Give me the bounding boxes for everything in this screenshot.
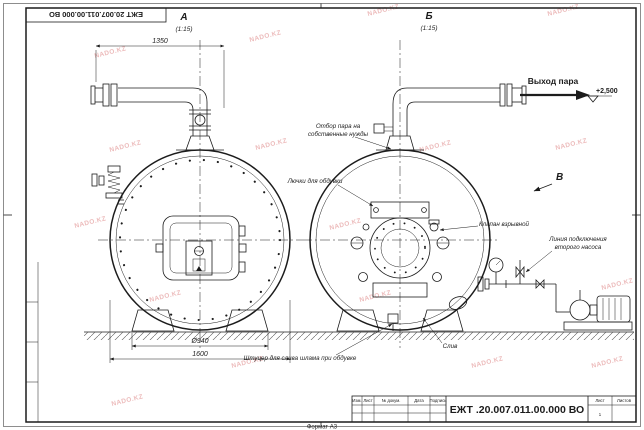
watermark: NADO.KZ (109, 139, 142, 154)
watermark: NADO.KZ (555, 137, 588, 152)
feed-pump-unit (563, 290, 633, 331)
view-a-letter: А (179, 12, 187, 23)
watermark: NADO.KZ (249, 29, 282, 44)
annotation-steam-tap-line1: Отбор пара на (316, 123, 361, 130)
elevation-label: +2,500 (596, 88, 618, 95)
steam-direction-arrow-icon (576, 90, 590, 100)
title-stamp-top: ЕЖТ 20.007.011.00.000 ВО (25, 7, 167, 23)
sheet-frame (3, 3, 641, 427)
view-direction-b: В (533, 172, 563, 192)
dim-940: Ø940 (190, 338, 208, 345)
safety-valve-assembly (91, 165, 124, 205)
view-b-letter: Б (425, 11, 432, 22)
watermark: NADO.KZ (419, 139, 452, 154)
title-block-doc-number: ЕЖТ .20.007.011.00.000 ВО (450, 404, 584, 416)
steam-out-label: Выход пара (528, 76, 579, 86)
annotation-steam-tap-line2: собственные нужды (308, 131, 369, 138)
title-block-col-izm: Изм. (352, 398, 361, 403)
annotation-pump-line-line2: второго насоса (555, 244, 602, 251)
ground-line (84, 331, 634, 340)
watermark: NADO.KZ (329, 217, 362, 232)
feed-pump-piping (488, 257, 570, 313)
pressure-gauge (488, 257, 504, 284)
watermark: NADO.KZ (601, 277, 634, 292)
watermark: NADO.KZ (547, 3, 580, 18)
watermark: NADO.KZ (255, 137, 288, 152)
watermark: NADO.KZ (149, 289, 182, 304)
watermark: NADO.KZ (471, 355, 504, 370)
title-block-col-doc: № докум. (382, 398, 401, 403)
format-label: Формат А3 (307, 425, 338, 430)
title-block-sheets-label: Листов (617, 398, 632, 403)
annotation-pump-line-line1: Линия подключения (548, 236, 607, 243)
elevation-mark: +2,500 (584, 88, 618, 103)
view-b: Б (1:15) (302, 11, 527, 348)
view-v-letter: В (556, 172, 563, 183)
dim-1600: 1600 (192, 351, 208, 358)
watermark: NADO.KZ (74, 215, 107, 230)
title-block-sheet-value: 1 (599, 412, 602, 417)
dimensions: 1350 Ø940 1600 (95, 38, 291, 363)
steam-outlet-annotation: Выход пара (520, 76, 590, 100)
view-a: А (1:15) (90, 12, 302, 348)
watermark: NADO.KZ (94, 45, 127, 60)
stamp-top-text: ЕЖТ 20.007.011.00.000 ВО (49, 10, 143, 19)
annotation-hatches: Лючки для обдувки (287, 178, 343, 185)
annotations-group: Отбор пара на собственные нужды Лючки дл… (244, 123, 608, 362)
frame-left-column (26, 262, 39, 422)
view-a-scale: (1:15) (176, 26, 193, 33)
title-block: Изм. Лист № докум. Подпись Дата ЕЖТ .20.… (351, 395, 637, 423)
watermark: NADO.KZ (367, 3, 400, 18)
watermarks: NADO.KZ NADO.KZ NADO.KZ NADO.KZ NADO.KZ … (74, 3, 634, 408)
title-block-sheet-label: Лист (595, 398, 604, 403)
annotation-sludge: Штуцер для слива шлама при обдувке (244, 355, 357, 362)
view-b-scale: (1:15) (421, 25, 438, 32)
title-block-col-sign: Подпись (429, 398, 447, 403)
watermark: NADO.KZ (111, 393, 144, 408)
title-block-col-date: Дата (414, 398, 424, 403)
dim-1350: 1350 (152, 38, 168, 45)
annotation-drain: Слив (443, 343, 458, 350)
annotation-explosive-valve: Клапан взрывной (479, 221, 530, 228)
title-block-col-list: Лист (363, 398, 372, 403)
watermark: NADO.KZ (591, 355, 624, 370)
